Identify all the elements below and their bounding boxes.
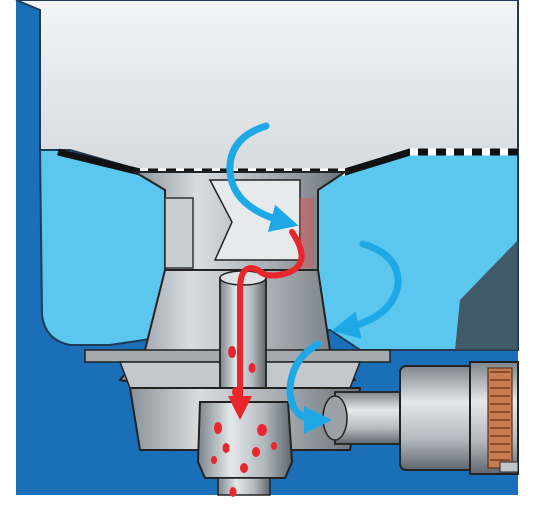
blue-flow-arrows bbox=[226, 122, 402, 434]
red-flow-arrow bbox=[228, 229, 305, 420]
hose-coupling bbox=[399, 361, 519, 475]
side-pipe bbox=[322, 391, 406, 445]
blue-arrow-body bbox=[331, 240, 402, 339]
drum bbox=[15, 0, 519, 171]
red-particles bbox=[211, 346, 277, 497]
side-panel bbox=[455, 240, 518, 350]
page-margin-white-right bbox=[518, 0, 534, 511]
blue-arrow-inlet bbox=[226, 122, 299, 232]
page-margin-white-bottom bbox=[0, 495, 534, 511]
page-margin-white bbox=[0, 0, 16, 511]
blue-arrow-outlet bbox=[286, 340, 332, 434]
